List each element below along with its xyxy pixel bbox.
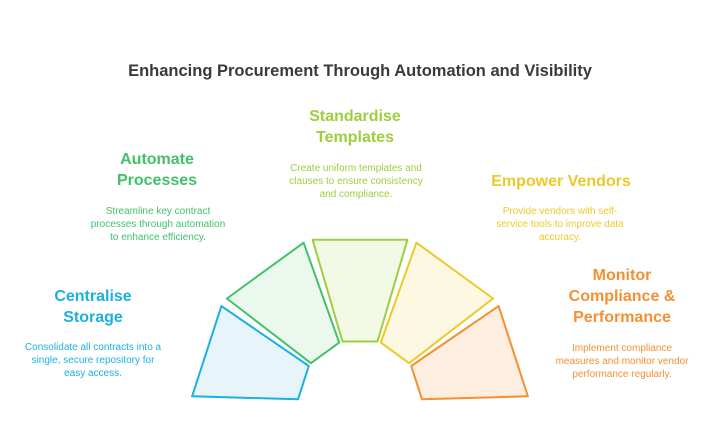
step-desc-line: Create uniform templates and (290, 163, 422, 174)
step-desc-line: Streamline key contract (105, 206, 211, 217)
fan-segment-empower (379, 241, 495, 365)
step-desc-monitor-compliance: Implement compliance measures and monito… (540, 342, 704, 381)
step-desc-standardise-templates: Create uniform templates and clauses to … (272, 162, 440, 201)
step-desc-line: Consolidate all contracts into a (24, 342, 162, 353)
step-desc-line: measures and monitor vendor (555, 356, 689, 367)
step-label-monitor-compliance: Monitor Compliance & Performance (544, 265, 700, 328)
step-title-line: Compliance & (568, 288, 676, 305)
step-desc-centralise-storage: Consolidate all contracts into a single,… (12, 341, 174, 380)
step-title-line: Monitor (592, 267, 652, 284)
step-desc-empower-vendors: Provide vendors with self- service tools… (482, 205, 638, 244)
fan-segment-monitor (410, 305, 529, 401)
step-desc-line: processes through automation (90, 219, 226, 230)
step-desc-line: single, secure repository for (31, 355, 155, 366)
step-title-line: Standardise (309, 108, 401, 125)
fan-segment-centralise (191, 305, 310, 401)
step-label-centralise-storage: Centralise Storage (18, 286, 168, 328)
step-desc-line: to enhance efficiency. (110, 232, 206, 243)
step-title-line: Automate (120, 151, 194, 168)
step-desc-line: Provide vendors with self- (502, 206, 618, 217)
step-desc-automate-processes: Streamline key contract processes throug… (76, 205, 240, 244)
step-title-line: Processes (116, 172, 198, 189)
fan-segment-standardise (311, 238, 409, 343)
step-title-line: Performance (573, 309, 671, 326)
step-desc-line: and compliance. (319, 189, 393, 200)
step-desc-line: accuracy. (538, 232, 582, 243)
step-desc-line: Implement compliance (571, 343, 673, 354)
step-label-empower-vendors: Empower Vendors (478, 171, 644, 192)
step-desc-line: performance regularly. (572, 369, 672, 380)
fan-segment-automate (225, 241, 341, 365)
step-title-line: Empower Vendors (491, 173, 631, 190)
step-label-automate-processes: Automate Processes (82, 149, 232, 191)
step-desc-line: service tools to improve data (496, 219, 624, 230)
step-label-standardise-templates: Standardise Templates (280, 106, 430, 148)
step-title-line: Templates (316, 129, 394, 146)
step-title-line: Centralise (54, 288, 132, 305)
step-desc-line: clauses to ensure consistency (289, 176, 423, 187)
step-desc-line: easy access. (64, 368, 122, 379)
diagram-title: Enhancing Procurement Through Automation… (128, 62, 592, 80)
step-title-line: Storage (63, 309, 123, 326)
